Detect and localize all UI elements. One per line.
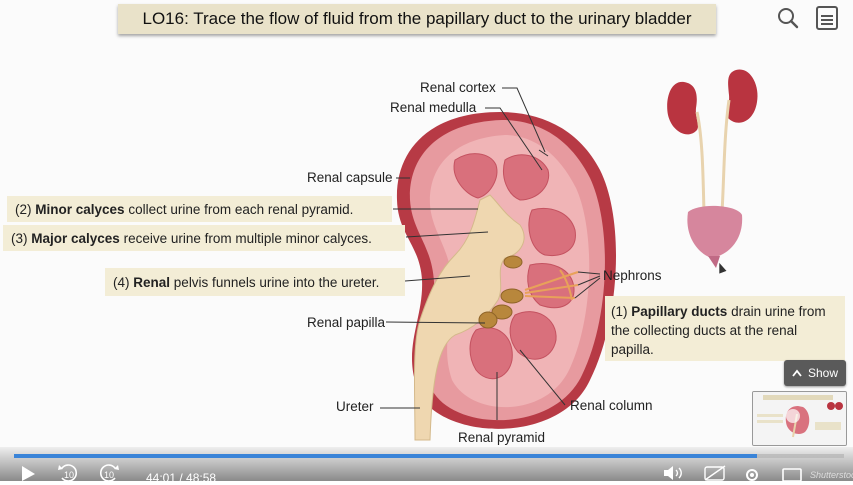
rewind-10-label: 10	[64, 470, 75, 480]
chevron-up-icon	[792, 369, 802, 377]
play-icon[interactable]	[18, 463, 38, 481]
settings-gear-icon[interactable]	[742, 465, 762, 481]
fullscreen-icon[interactable]	[781, 467, 803, 481]
callout-number: (2)	[15, 201, 32, 217]
callout-bold: Major calyces	[31, 230, 120, 246]
forward-10-label: 10	[104, 470, 115, 480]
callout-bold: Minor calyces	[35, 201, 125, 217]
label-renal-cortex: Renal cortex	[420, 80, 496, 95]
slide-title-text: LO16: Trace the flow of fluid from the p…	[142, 9, 692, 28]
show-button[interactable]: Show	[784, 360, 846, 386]
show-button-label: Show	[807, 366, 839, 380]
thumbnail-image	[753, 392, 846, 445]
callout-text: drain urine from the collecting ducts at…	[611, 304, 826, 357]
callout-number: (3)	[11, 230, 28, 246]
callout-bold: Papillary ducts	[631, 304, 728, 319]
time-display: 44:01 / 48:58	[146, 471, 217, 485]
callout-major-calyces: (3) Major calyces receive urine from mul…	[3, 225, 405, 251]
callout-papillary-ducts: (1) Papillary ducts drain urine from the…	[605, 296, 845, 361]
renal-pyramids	[453, 153, 576, 380]
callout-minor-calyces: (2) Minor calyces collect urine from eac…	[7, 196, 392, 222]
label-nephrons: Nephrons	[603, 268, 662, 283]
label-ureter: Ureter	[336, 399, 374, 414]
callout-number: (1)	[611, 304, 628, 319]
callout-text: pelvis funnels urine into the ureter.	[173, 274, 380, 290]
leader-lines	[380, 87, 601, 420]
label-renal-column: Renal column	[570, 398, 653, 413]
callout-bold: Renal	[133, 274, 171, 290]
callout-renal-pelvis: (4) Renal pelvis funnels urine into the …	[105, 268, 405, 296]
callout-text: collect urine from each renal pyramid.	[128, 201, 354, 217]
progress-bar[interactable]	[14, 454, 844, 458]
minor-calyces	[478, 255, 524, 329]
urinary-system-illustration	[667, 69, 758, 275]
menu-icon[interactable]	[813, 4, 841, 32]
nephron-tubules	[524, 269, 579, 301]
label-renal-capsule: Renal capsule	[307, 170, 393, 185]
slide-title: LO16: Trace the flow of fluid from the p…	[118, 4, 716, 34]
callout-text: receive urine from multiple minor calyce…	[123, 230, 372, 246]
progress-bar-fill	[14, 454, 757, 458]
label-renal-papilla: Renal papilla	[307, 315, 386, 330]
captions-off-icon[interactable]	[703, 465, 727, 481]
renal-pelvis-shape	[413, 194, 525, 441]
volume-icon[interactable]	[662, 465, 686, 481]
video-thumbnail[interactable]	[752, 391, 847, 446]
label-renal-pyramid: Renal pyramid	[458, 430, 546, 445]
search-icon[interactable]	[775, 5, 801, 31]
callout-number: (4)	[113, 274, 130, 290]
watermark: Shutterstock	[810, 470, 853, 480]
label-renal-medulla: Renal medulla	[390, 100, 477, 115]
